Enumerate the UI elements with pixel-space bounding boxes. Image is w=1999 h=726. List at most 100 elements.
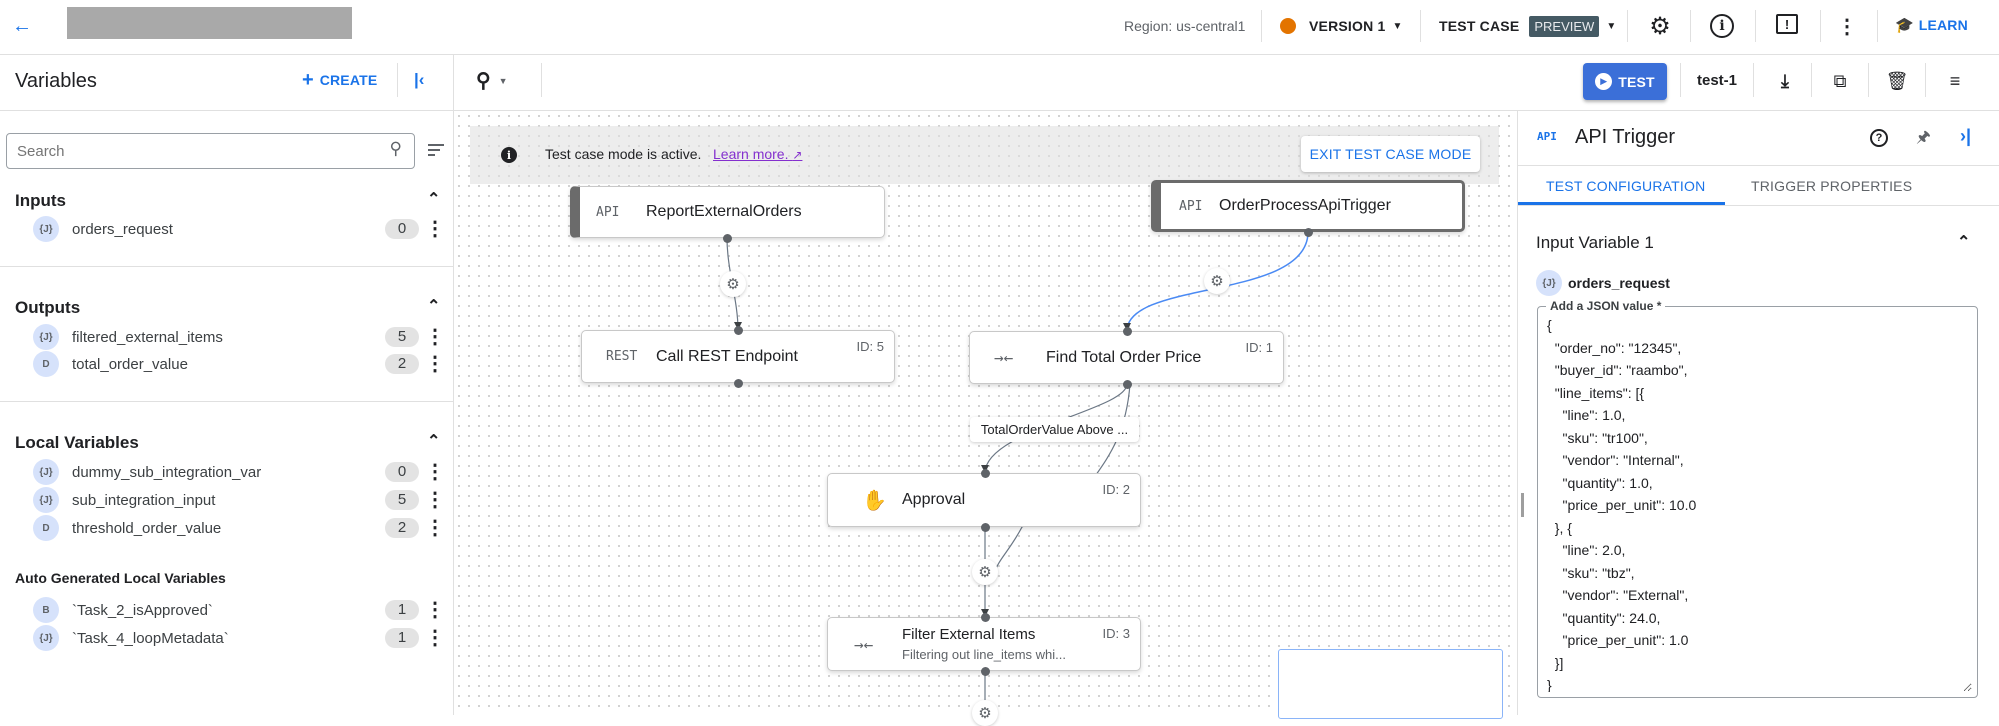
version-status-dot [1280, 18, 1296, 34]
pin-icon[interactable]: 🖈 [1916, 129, 1931, 146]
tab-test-configuration[interactable]: TEST CONFIGURATION [1546, 178, 1706, 194]
json-value-textarea[interactable]: { "order_no": "12345", "buyer_id": "raam… [1547, 314, 1972, 692]
chevron-up-icon[interactable]: ⌃ [427, 433, 441, 450]
section-title-auto-generated: Auto Generated Local Variables [15, 570, 226, 586]
resize-handle[interactable] [1521, 493, 1524, 517]
node-find-total-order-price[interactable]: →← Find Total Order Price ID: 1 [969, 331, 1284, 384]
copy-icon[interactable]: ⧉ [1833, 70, 1847, 91]
node-port[interactable] [1304, 228, 1313, 237]
more-vert-icon[interactable]: ⋮ [425, 517, 445, 539]
node-call-rest-endpoint[interactable]: REST Call REST Endpoint ID: 5 [581, 330, 895, 383]
search-field[interactable]: ⚲ [6, 133, 415, 169]
search-icon: ⚲ [389, 139, 402, 158]
double-type-icon: D [33, 351, 59, 377]
node-order-process-api-trigger[interactable]: API OrderProcessApiTrigger [1151, 180, 1465, 232]
rest-icon: REST [606, 349, 638, 364]
more-vert-icon[interactable]: ⋮ [425, 326, 445, 348]
node-title: OrderProcessApiTrigger [1219, 197, 1391, 214]
menu-icon[interactable]: ≡ [1949, 70, 1961, 91]
node-port[interactable] [734, 326, 743, 335]
node-approval[interactable]: ✋ Approval ID: 2 [827, 473, 1141, 527]
minimap[interactable] [1278, 649, 1503, 719]
help-icon[interactable]: ? [1870, 129, 1888, 147]
variable-item[interactable]: {J} orders_request 0 ⋮ [33, 216, 445, 242]
variable-item[interactable]: B `Task_2_isApproved` 1 ⋮ [33, 597, 445, 623]
variable-item[interactable]: {J} `Task_4_loopMetadata` 1 ⋮ [33, 625, 445, 651]
collapse-right-panel-icon[interactable]: ›| [1960, 126, 1972, 146]
node-report-external-orders[interactable]: API ReportExternalOrders [570, 186, 885, 238]
edge-condition-gear-icon[interactable]: ⚙ [972, 700, 998, 726]
node-id: ID: 1 [1245, 340, 1273, 355]
usage-count-badge: 2 [385, 354, 419, 374]
settings-icon[interactable]: ⚙ [1649, 12, 1671, 40]
tab-trigger-properties[interactable]: TRIGGER PROPERTIES [1751, 178, 1913, 194]
variable-name: `Task_4_loopMetadata` [72, 629, 229, 647]
edge-condition-gear-icon[interactable]: ⚙ [972, 559, 998, 585]
variable-item[interactable]: D total_order_value 2 ⋮ [33, 351, 445, 377]
variable-name: total_order_value [72, 355, 188, 373]
node-port[interactable] [1123, 380, 1132, 389]
more-vert-icon[interactable]: ⋮ [425, 353, 445, 375]
back-arrow-icon[interactable]: ← [12, 14, 32, 37]
chevron-down-icon: ▼ [1606, 20, 1617, 32]
test-case-dropdown[interactable]: TEST CASE PREVIEW ▼ [1439, 14, 1616, 38]
more-vert-icon[interactable]: ⋮ [425, 461, 445, 483]
node-port[interactable] [1123, 327, 1132, 336]
node-port[interactable] [981, 613, 990, 622]
chevron-up-icon[interactable]: ⌃ [427, 298, 441, 315]
variable-item[interactable]: {J} sub_integration_input 5 ⋮ [33, 487, 445, 513]
json-value-field[interactable]: Add a JSON value * { "order_no": "12345"… [1537, 299, 1978, 698]
more-vert-icon[interactable]: ⋮ [1837, 15, 1857, 38]
more-vert-icon[interactable]: ⋮ [425, 599, 445, 621]
delete-icon[interactable]: 🗑 [1885, 70, 1909, 91]
usage-count-badge: 0 [385, 462, 419, 482]
node-subtitle: Filtering out line_items whi... [902, 647, 1067, 662]
edge-condition-gear-icon[interactable]: ⚙ [720, 271, 746, 297]
json-type-icon: {J} [33, 459, 59, 485]
variable-name: filtered_external_items [72, 328, 223, 346]
node-port[interactable] [981, 469, 990, 478]
more-vert-icon[interactable]: ⋮ [425, 218, 445, 240]
region-label: Region: us-central1 [1124, 18, 1246, 34]
more-vert-icon[interactable]: ⋮ [425, 489, 445, 511]
plus-icon: + [302, 69, 314, 91]
variable-item[interactable]: {J} dummy_sub_integration_var 0 ⋮ [33, 459, 445, 485]
test-button[interactable]: ▶ TEST [1583, 63, 1667, 100]
node-port[interactable] [981, 523, 990, 532]
node-port[interactable] [981, 667, 990, 676]
section-title-outputs: Outputs [15, 298, 81, 317]
json-field-label: Add a JSON value * [1546, 299, 1666, 313]
more-vert-icon[interactable]: ⋮ [425, 627, 445, 649]
learn-button[interactable]: 🎓 LEARN [1895, 16, 1968, 34]
feedback-icon[interactable]: ! [1776, 14, 1798, 34]
variable-item[interactable]: D threshold_order_value 2 ⋮ [33, 515, 445, 541]
panel-title: API Trigger [1575, 126, 1676, 148]
node-port[interactable] [723, 234, 732, 243]
usage-count-badge: 5 [385, 327, 419, 347]
test-case-label: TEST CASE [1439, 18, 1520, 34]
node-port[interactable] [734, 379, 743, 388]
usage-count-badge: 1 [385, 600, 419, 620]
variable-name: sub_integration_input [72, 491, 216, 509]
sort-icon[interactable] [428, 144, 446, 156]
zoom-dropdown[interactable]: ⚲ ▼ [476, 68, 508, 93]
version-label: VERSION 1 [1309, 18, 1386, 34]
variable-item[interactable]: {J} filtered_external_items 5 ⋮ [33, 324, 445, 350]
learn-more-link[interactable]: Learn more. ↗ [713, 146, 802, 162]
edge-condition-label[interactable]: TotalOrderValue Above ... [970, 417, 1139, 442]
search-input[interactable] [17, 141, 357, 161]
edge-condition-gear-icon[interactable]: ⚙ [1204, 268, 1230, 294]
node-id: ID: 2 [1102, 482, 1130, 497]
exit-test-case-mode-button[interactable]: EXIT TEST CASE MODE [1301, 136, 1480, 172]
usage-count-badge: 1 [385, 628, 419, 648]
version-dropdown[interactable]: VERSION 1 ▼ [1280, 14, 1402, 38]
json-type-icon: {J} [1536, 270, 1562, 296]
node-filter-external-items[interactable]: →← Filter External Items Filtering out l… [827, 617, 1141, 671]
chevron-up-icon[interactable]: ⌃ [427, 191, 441, 208]
download-icon[interactable]: ⤓ [1781, 70, 1789, 91]
info-icon[interactable]: i [1710, 14, 1734, 38]
collapse-panel-icon[interactable]: |‹ [414, 70, 425, 89]
create-variable-button[interactable]: + CREATE [302, 69, 377, 91]
usage-count-badge: 2 [385, 518, 419, 538]
chevron-up-icon[interactable]: ⌃ [1957, 234, 1971, 251]
